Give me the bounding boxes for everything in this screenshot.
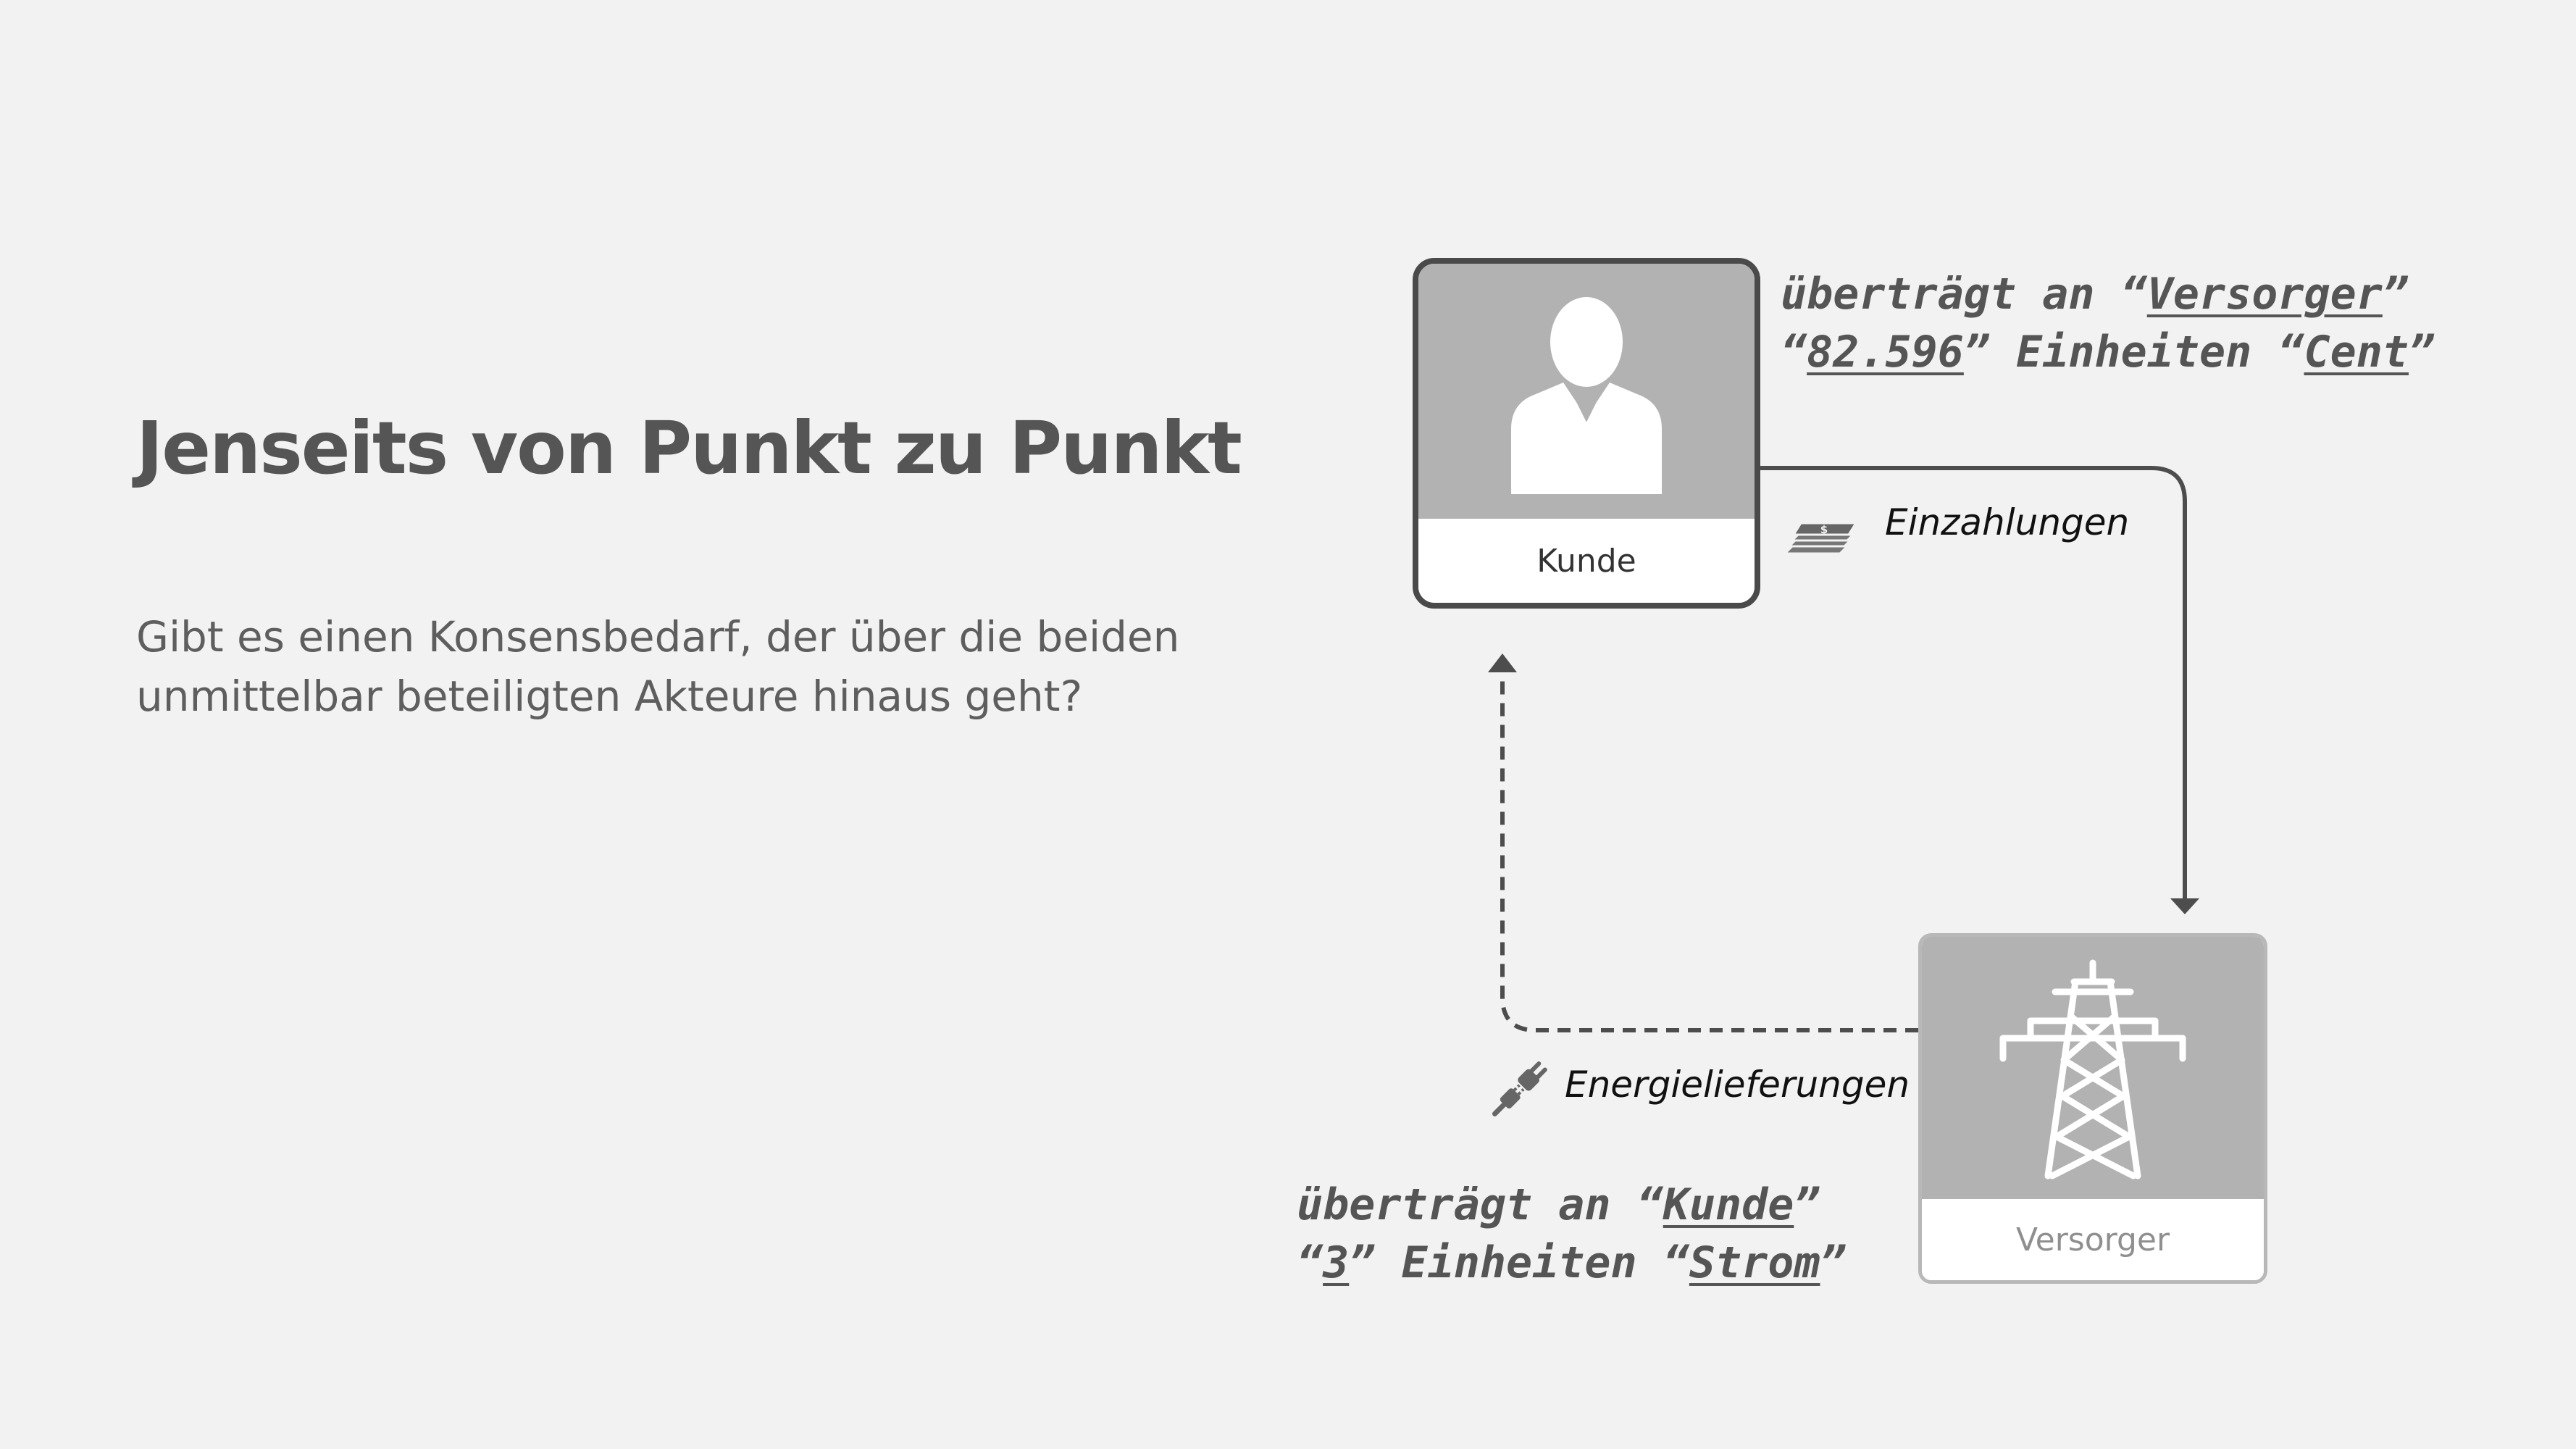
power-tower-icon (1999, 959, 2186, 1179)
payment-connector (1760, 466, 2187, 898)
payment-verb: überträgt an (1781, 269, 2095, 320)
slide-question: Gibt es einen Konsensbedarf, der über di… (136, 607, 1223, 726)
payment-unit-word: Einheiten (2016, 327, 2252, 377)
payment-arrowhead (2170, 898, 2199, 914)
payment-statement-line-1: überträgt an “Versorger” (1781, 269, 2409, 320)
energy-statement-line-1: überträgt an “Kunde” (1297, 1179, 1820, 1230)
energy-recipient: Kunde (1663, 1179, 1794, 1230)
energy-connector (1500, 678, 1918, 1032)
money-stack-icon: $ (1782, 522, 1856, 555)
payment-edge-label: Einzahlungen (1885, 501, 2130, 543)
energy-statement: überträgt an “Kunde” “3” Einheiten “Stro… (1297, 1176, 1847, 1292)
question-line-1: Gibt es einen Konsensbedarf, der über di… (136, 612, 1180, 661)
person-icon (1511, 297, 1662, 494)
slide-title: Jenseits von Punkt zu Punkt (136, 406, 1242, 490)
svg-text:$: $ (1820, 523, 1828, 536)
kunde-node[interactable]: Kunde (1413, 258, 1760, 609)
energy-statement-line-2: “3” Einheiten “Strom” (1297, 1237, 1847, 1288)
kunde-avatar-area (1418, 264, 1755, 519)
payment-statement-line-2: “82.596” Einheiten “Cent” (1781, 327, 2435, 377)
versorger-label: Versorger (1922, 1199, 2264, 1280)
payment-unit: Cent (2304, 327, 2409, 377)
energy-unit-word: Einheiten (1401, 1237, 1637, 1288)
plug-icon (1492, 1061, 1547, 1116)
energy-unit: Strom (1689, 1237, 1820, 1288)
kunde-label: Kunde (1418, 519, 1755, 603)
payment-statement: überträgt an “Versorger” “82.596” Einhei… (1781, 265, 2435, 381)
energy-amount: 3 (1323, 1237, 1350, 1288)
question-line-2: unmittelbar beteiligten Akteure hinaus g… (136, 672, 1083, 721)
energy-edge-label: Energielieferungen (1565, 1064, 1910, 1106)
payment-amount: 82.596 (1807, 327, 1964, 377)
energy-arrowhead (1488, 653, 1517, 672)
payment-recipient: Versorger (2146, 269, 2383, 320)
versorger-node[interactable]: Versorger (1918, 933, 2267, 1284)
energy-verb: überträgt an (1297, 1179, 1611, 1230)
versorger-icon-area (1922, 937, 2264, 1199)
